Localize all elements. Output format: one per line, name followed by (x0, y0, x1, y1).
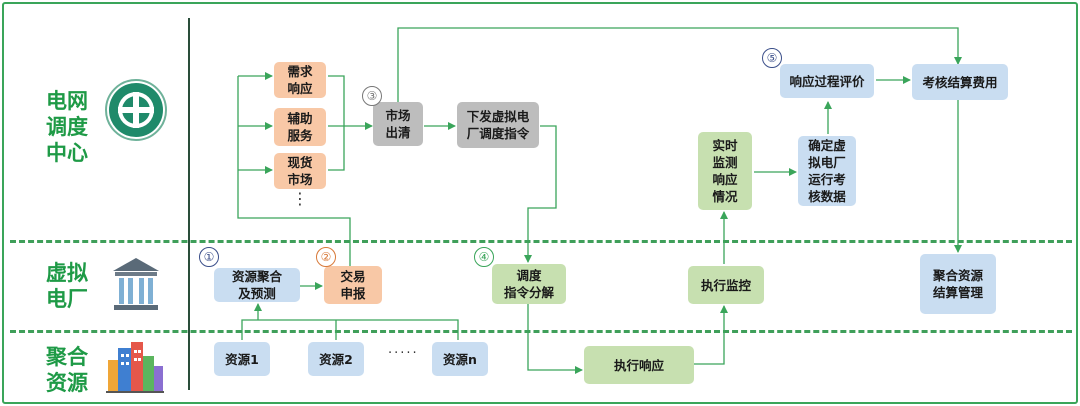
lane-label-grid-center: 电网 调度 中心 (46, 89, 88, 165)
lane-label-vpp: 虚拟 电厂 (46, 261, 88, 311)
state-grid-logo-icon (105, 79, 167, 141)
resource-n-node: 资源n (432, 342, 488, 376)
response-eval-node: 响应过程评价 (780, 64, 874, 98)
settlement-mgmt-node: 聚合资源 结算管理 (920, 254, 996, 314)
power-plant-building-icon (113, 258, 159, 310)
step-3-marker: ③ (362, 86, 382, 106)
lane-divider-2 (10, 330, 1072, 333)
execute-response-node: 执行响应 (584, 346, 694, 384)
dispatch-command-node: 下发虚拟电 厂调度指令 (457, 102, 539, 148)
more-resources-ellipsis: ····· (388, 346, 419, 361)
assessment-fee-node: 考核结算费用 (912, 64, 1008, 100)
command-decompose-node: 调度 指令分解 (492, 264, 566, 304)
city-buildings-icon (106, 342, 164, 393)
resource-aggregation-node: 资源聚合 及预测 (214, 268, 300, 302)
more-markets-ellipsis: ⋮ (292, 189, 310, 208)
step-5-marker: ⑤ (762, 48, 782, 68)
spot-market-node: 现货 市场 (274, 153, 326, 189)
lane-label-resources: 聚合 资源 (46, 345, 88, 395)
lane-divider-vertical (188, 18, 190, 390)
resource-1-node: 资源1 (214, 342, 270, 376)
resource-2-node: 资源2 (308, 342, 364, 376)
lane-divider-1 (10, 240, 1072, 243)
step-4-marker: ④ (474, 247, 494, 267)
realtime-monitor-node: 实时 监测 响应 情况 (698, 132, 752, 210)
market-clearing-node: 市场 出清 (373, 102, 423, 146)
step-2-marker: ② (316, 247, 336, 267)
confirm-data-node: 确定虚 拟电厂 运行考 核数据 (798, 136, 856, 206)
trade-declaration-node: 交易 申报 (324, 266, 382, 304)
execute-monitor-node: 执行监控 (688, 266, 764, 304)
demand-response-node: 需求 响应 (274, 62, 326, 98)
step-1-marker: ① (199, 247, 219, 267)
aux-service-node: 辅助 服务 (274, 108, 326, 146)
